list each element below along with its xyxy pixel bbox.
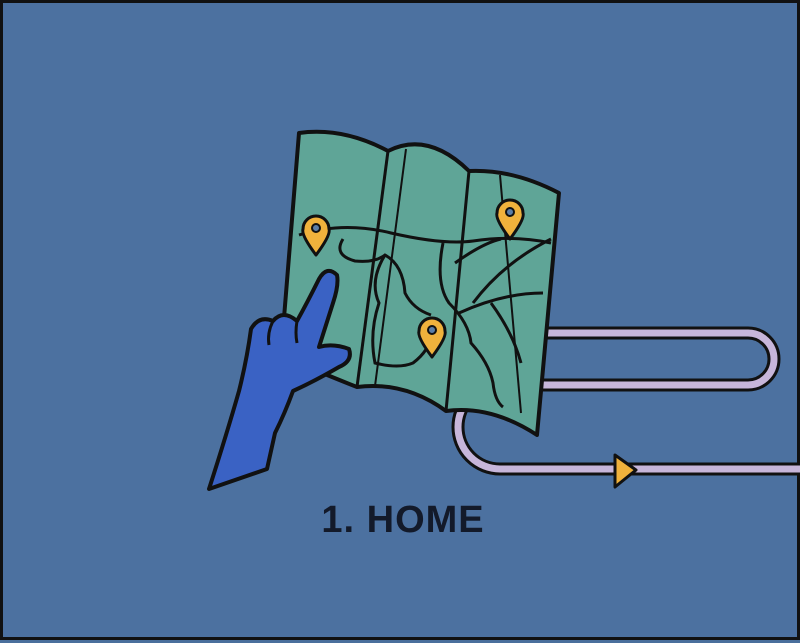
step-caption: 1. HOME bbox=[321, 499, 485, 541]
arrow-marker-icon bbox=[613, 453, 638, 489]
illustration-art bbox=[207, 129, 800, 491]
location-pin-icon bbox=[495, 198, 525, 241]
pointing-hand-icon bbox=[207, 268, 352, 491]
location-pin-icon bbox=[301, 214, 331, 257]
location-pin-icon bbox=[417, 316, 447, 359]
